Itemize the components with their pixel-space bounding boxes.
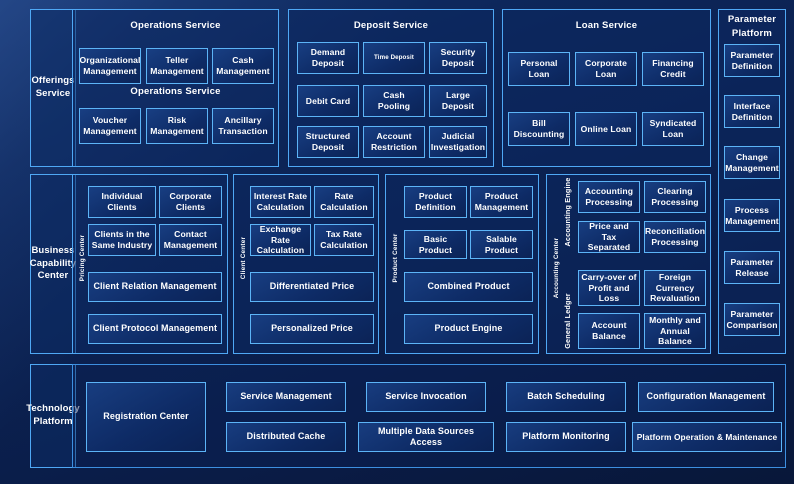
tile-individual-clients[interactable]: Individual Clients — [88, 186, 156, 218]
row-label-business-capability-center: Business Capability Center — [30, 174, 76, 354]
tile-corporate-loan[interactable]: Corporate Loan — [575, 52, 637, 86]
vertical-label-accounting-engine: Accounting Engine — [562, 177, 572, 247]
vertical-label-pricing-center: Pricing Center — [78, 234, 86, 282]
tile-demand-deposit[interactable]: Demand Deposit — [297, 42, 359, 74]
tile-online-loan[interactable]: Online Loan — [575, 112, 637, 146]
tile-ancillary-transaction[interactable]: Ancillary Transaction — [212, 108, 274, 144]
tile-monthly-and-annual-balance[interactable]: Monthly and Annual Balance — [644, 313, 706, 349]
tile-distributed-cache[interactable]: Distributed Cache — [226, 422, 346, 452]
tile-accounting-processing[interactable]: Accounting Processing — [578, 181, 640, 213]
tile-product-definition[interactable]: Product Definition — [404, 186, 467, 218]
row-label-offerings-service: Offerings Service — [30, 9, 76, 167]
tile-financing-credit[interactable]: Financing Credit — [642, 52, 704, 86]
tile-interface-definition[interactable]: Interface Definition — [724, 95, 780, 128]
row-label-technology-platform: Technology Platform — [26, 364, 80, 468]
tile-platform-monitoring[interactable]: Platform Monitoring — [506, 422, 626, 452]
tile-contact-management[interactable]: Contact Management — [159, 224, 222, 256]
tile-product-engine[interactable]: Product Engine — [404, 314, 533, 344]
tile-parameter-release[interactable]: Parameter Release — [724, 251, 780, 284]
group-title-operations-service-duplicate: Operations Service — [130, 86, 221, 97]
tile-service-invocation[interactable]: Service Invocation — [366, 382, 486, 412]
tile-platform-operation-and-maintenance[interactable]: Platform Operation & Maintenance — [632, 422, 782, 452]
tile-salable-product[interactable]: Salable Product — [470, 230, 533, 259]
tile-registration-center[interactable]: Registration Center — [86, 382, 206, 452]
tile-large-deposit[interactable]: Large Deposit — [429, 85, 487, 117]
tile-clearing-processing[interactable]: Clearing Processing — [644, 181, 706, 213]
group-title-parameter-platform-line2: Platform — [731, 28, 773, 39]
tile-change-management[interactable]: Change Management — [724, 146, 780, 179]
tile-personal-loan[interactable]: Personal Loan — [508, 52, 570, 86]
vertical-label-general-ledger: General Ledger — [562, 293, 572, 349]
tile-parameter-definition[interactable]: Parameter Definition — [724, 44, 780, 77]
group-title-loan-service: Loan Service — [575, 20, 638, 31]
tile-differentiated-price[interactable]: Differentiated Price — [250, 272, 374, 302]
tile-teller-management[interactable]: Teller Management — [146, 48, 208, 84]
group-title-deposit-service: Deposit Service — [353, 20, 429, 31]
tile-reconciliation-processing[interactable]: Reconciliation Processing — [644, 221, 706, 253]
tile-carry-over-of-profit-and-loss[interactable]: Carry-over of Profit and Loss — [578, 270, 640, 306]
tile-tax-rate-calculation[interactable]: Tax Rate Calculation — [314, 224, 374, 256]
tile-product-management[interactable]: Product Management — [470, 186, 533, 218]
tile-exchange-rate-calculation[interactable]: Exchange Rate Calculation — [250, 224, 311, 256]
tile-client-protocol-management[interactable]: Client Protocol Management — [88, 314, 222, 344]
tile-clients-in-the-same-industry[interactable]: Clients in the Same Industry — [88, 224, 156, 256]
group-title-operations-service: Operations Service — [130, 20, 221, 31]
tile-personalized-price[interactable]: Personalized Price — [250, 314, 374, 344]
tile-process-management[interactable]: Process Management — [724, 199, 780, 232]
tile-batch-scheduling[interactable]: Batch Scheduling — [506, 382, 626, 412]
tile-combined-product[interactable]: Combined Product — [404, 272, 533, 302]
tile-multiple-data-sources-access[interactable]: Multiple Data Sources Access — [358, 422, 494, 452]
tile-judicial-investigation[interactable]: Judicial Investigation — [429, 126, 487, 158]
tile-account-restriction[interactable]: Account Restriction — [363, 126, 425, 158]
tile-account-balance[interactable]: Account Balance — [578, 313, 640, 349]
tile-syndicated-loan[interactable]: Syndicated Loan — [642, 112, 704, 146]
tile-foreign-currency-revaluation[interactable]: Foreign Currency Revaluation — [644, 270, 706, 306]
group-title-parameter-platform-line1: Parameter — [727, 14, 777, 25]
vertical-label-client-center: Client Center — [239, 236, 247, 280]
tile-parameter-comparison[interactable]: Parameter Comparison — [724, 303, 780, 336]
tile-bill-discounting[interactable]: Bill Discounting — [508, 112, 570, 146]
vertical-label-product-center: Product Center — [391, 233, 399, 283]
tile-structured-deposit[interactable]: Structured Deposit — [297, 126, 359, 158]
tile-interest-rate-calculation[interactable]: Interest Rate Calculation — [250, 186, 311, 218]
tile-debit-card[interactable]: Debit Card — [297, 85, 359, 117]
tile-risk-management[interactable]: Risk Management — [146, 108, 208, 144]
tile-basic-product[interactable]: Basic Product — [404, 230, 467, 259]
tile-configuration-management[interactable]: Configuration Management — [638, 382, 774, 412]
tile-cash-management[interactable]: Cash Management — [212, 48, 274, 84]
tile-voucher-management[interactable]: Voucher Management — [79, 108, 141, 144]
tile-organizational-management[interactable]: Organizational Management — [79, 48, 141, 84]
tile-security-deposit[interactable]: Security Deposit — [429, 42, 487, 74]
tile-client-relation-management[interactable]: Client Relation Management — [88, 272, 222, 302]
tile-rate-calculation[interactable]: Rate Calculation — [314, 186, 374, 218]
tile-time-deposit[interactable]: Time Deposit — [363, 42, 425, 74]
tile-service-management[interactable]: Service Management — [226, 382, 346, 412]
tile-price-and-tax-separated[interactable]: Price and Tax Separated — [578, 221, 640, 253]
tile-cash-pooling[interactable]: Cash Pooling — [363, 85, 425, 117]
tile-corporate-clients[interactable]: Corporate Clients — [159, 186, 222, 218]
